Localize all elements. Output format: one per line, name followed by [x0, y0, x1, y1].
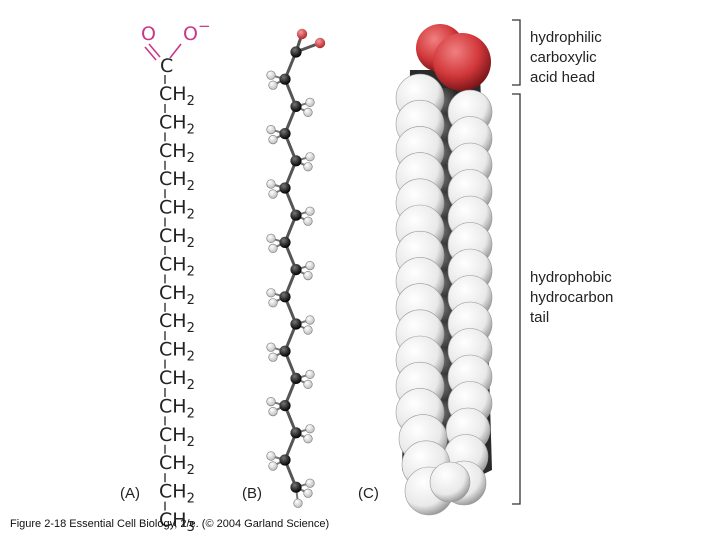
carbon-atom: [290, 481, 302, 493]
carbon-atom: [290, 155, 302, 167]
carbon-atom: [279, 73, 291, 85]
hydrogen-atom: [268, 189, 278, 199]
hydrogen-atom: [305, 261, 315, 271]
carbon-atom: [279, 182, 291, 194]
carbon-atom: [279, 291, 291, 303]
panel-label-c: (C): [358, 485, 379, 502]
hydrogen-atom: [305, 478, 315, 488]
hydrogen-atom: [303, 434, 313, 444]
carbon-atom: [279, 128, 291, 140]
figure-caption: Figure 2-18 Essential Cell Biology, 2/e.…: [10, 518, 329, 530]
hydrogen-atom: [303, 271, 313, 281]
hydrogen-atoms: [395, 73, 493, 516]
hydrogen-atom: [266, 288, 276, 298]
hydrogen-atom: [266, 397, 276, 407]
hydrogen-atom: [266, 342, 276, 352]
hydrogen-atom: [268, 243, 278, 253]
carbon-atom: [279, 454, 291, 466]
double-bond-oxygen: O: [141, 23, 156, 45]
negative-charge: −: [198, 17, 211, 35]
hydrogen-atom: [303, 379, 313, 390]
double-bond-line-2: [144, 46, 157, 61]
carbon-atom: [279, 236, 291, 248]
panel-label-a: (A): [120, 485, 140, 502]
head-bracket: [512, 19, 521, 86]
oxygen-atom: [296, 28, 308, 40]
carbon-atom: [290, 427, 302, 439]
carbon-atom: [290, 372, 302, 384]
hydrogen-atom: [268, 135, 278, 145]
head-label-line-1: hydrophilic: [530, 29, 602, 46]
oxygen-atom: [314, 37, 326, 49]
carbon-atom: [279, 345, 291, 357]
ball-and-stick-model: [266, 28, 326, 508]
hydrogen-atom: [266, 125, 276, 135]
hydrogen-atom: [268, 298, 278, 308]
hydrogen-atom: [305, 369, 315, 380]
carbon-atom: [290, 100, 302, 112]
carbon-atom: [279, 400, 291, 412]
tail-label-line-1: hydrophobic: [530, 269, 612, 286]
hydrogen-atom: [305, 315, 315, 325]
double-bond-line-1: [148, 43, 161, 58]
hydrogen-atom: [266, 179, 276, 189]
oxygen-atom: [433, 33, 491, 91]
hydrogen-atom: [266, 70, 276, 80]
hydrogen-atom: [303, 488, 313, 498]
charged-oxygen: O: [183, 23, 198, 45]
hydrogen-atom: [266, 233, 276, 243]
hydrogen-atom: [305, 152, 315, 162]
tail-label-line-2: hydrocarbon: [530, 289, 613, 306]
carbon-atom: [290, 46, 302, 58]
panel-label-b: (B): [242, 485, 262, 502]
tail-bracket: [512, 93, 521, 505]
tail-label-line-3: tail: [530, 309, 549, 326]
carboxyl-carbon: C: [160, 55, 173, 77]
hydrogen-atom: [268, 461, 278, 471]
space-filling-model: [395, 24, 493, 516]
hydrogen-atom: [268, 80, 278, 90]
head-label-line-3: acid head: [530, 69, 595, 86]
carbon-atom: [290, 318, 302, 330]
hydrogen-atom: [305, 97, 315, 107]
tail-annotation: hydrophobic hydrocarbon tail: [530, 269, 613, 326]
hydrogen-atom: [268, 407, 278, 417]
single-bond-oxygen-line: [169, 43, 182, 59]
methylene-chain: CH2CH2CH2CH2CH2CH2CH2CH2CH2CH2CH2CH2CH2C…: [159, 75, 195, 535]
hydrogen-atom: [293, 498, 303, 508]
structural-formula: O O − C CH2CH2CH2CH2CH2CH2CH2CH2CH2CH2CH…: [141, 17, 211, 535]
hydrogen-atom: [303, 107, 313, 117]
hydrogen-atom: [305, 206, 315, 216]
hydrogen-atom: [303, 162, 313, 172]
hydrogen-atom: [266, 451, 276, 461]
carbon-atom: [290, 264, 302, 276]
carbon-atom: [290, 209, 302, 221]
hydrogen-atom: [303, 216, 313, 226]
hydrogen-atom: [429, 461, 471, 503]
hydrogen-atom: [303, 325, 313, 335]
hydrogen-atom: [268, 352, 278, 362]
hydrogen-atom: [305, 424, 315, 434]
head-annotation: hydrophilic carboxylic acid head: [530, 29, 602, 86]
atoms: [266, 28, 326, 508]
head-label-line-2: carboxylic: [530, 49, 597, 66]
